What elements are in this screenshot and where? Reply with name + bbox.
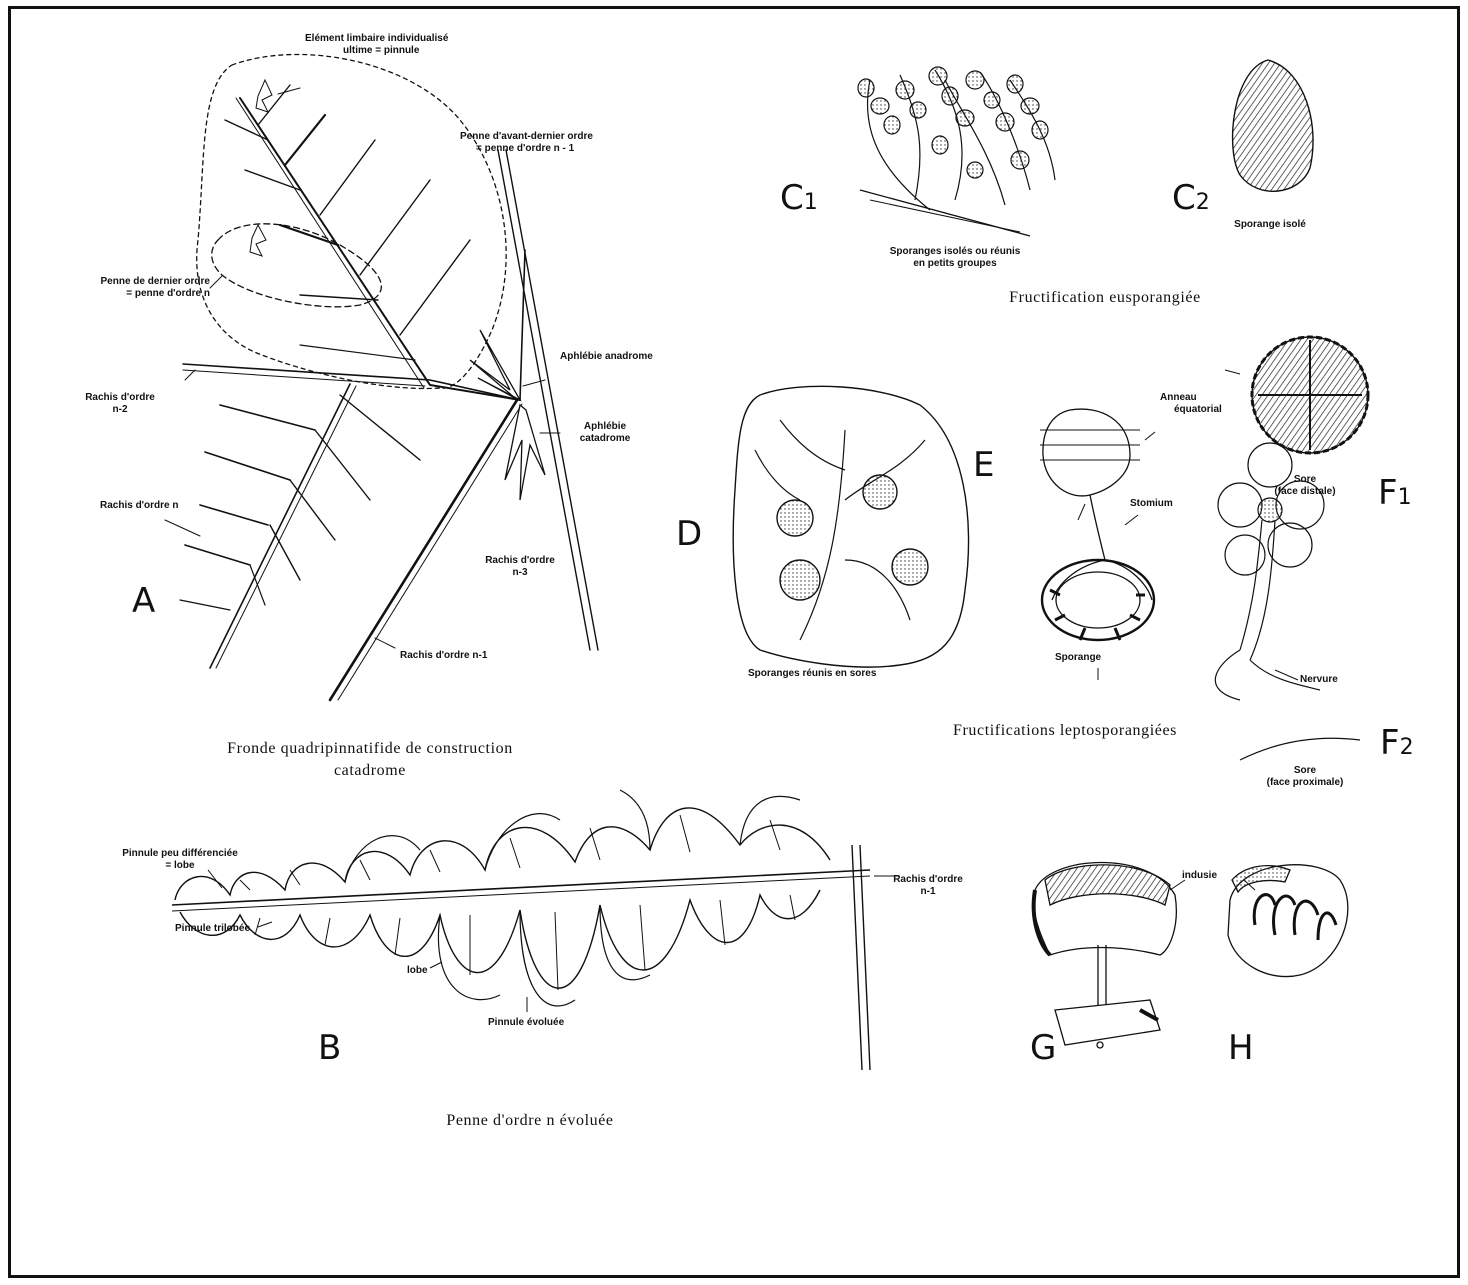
panel-letter-d: D (676, 516, 702, 552)
label-sporange: Sporange (1055, 652, 1101, 664)
panel-letter-h: H (1228, 1030, 1254, 1066)
label-sore-proximale: Sore (face proximale) (1250, 765, 1360, 789)
label-rachis-n2: Rachis d'ordre n-2 (70, 392, 170, 416)
label-pinnule-peu-differenciee: Pinnule peu différenciée = lobe (95, 848, 265, 872)
caption-fronde: Fronde quadripinnatifide de construction… (160, 738, 580, 782)
label-element-limbaire: Elément limbaire individualisé ultime = … (305, 33, 448, 57)
caption-penne: Penne d'ordre n évoluée (360, 1110, 700, 1132)
panel-letter-c1: C1 (780, 180, 818, 221)
label-aphlebie-catadrome: Aphlébie catadrome (560, 421, 650, 445)
panel-letter-e: E (973, 447, 994, 483)
label-penne-dernier: Penne de dernier ordre = penne d'ordre n (50, 276, 210, 300)
caption-eusporangiee: Fructification eusporangiée (960, 287, 1250, 309)
sporange-isole-c2 (1233, 60, 1313, 191)
label-indusie: indusie (1182, 870, 1217, 882)
panel-letter-f2: F2 (1380, 725, 1414, 766)
label-sporanges-isoles: Sporanges isolés ou réunis en petits gro… (860, 246, 1050, 270)
label-penne-avant-dernier: Penne d'avant-dernier ordre = penne d'or… (460, 131, 593, 155)
label-rachis-n1-a: Rachis d'ordre n-1 (400, 650, 487, 662)
label-anneau-equatorial: Anneau équatorial (1160, 392, 1222, 416)
indusie-diagram-g (1034, 863, 1185, 1049)
panel-letter-a: A (132, 583, 155, 619)
sporanges-diagram-c1 (858, 67, 1055, 236)
label-rachis-n1-b: Rachis d'ordre n-1 (878, 874, 978, 898)
sporange-diagram-e (1040, 409, 1155, 680)
label-lobe: lobe (407, 965, 428, 977)
sore-distale-f1 (1225, 337, 1368, 453)
label-sporange-isole: Sporange isolé (1215, 219, 1325, 231)
label-rachis-n3: Rachis d'ordre n-3 (470, 555, 570, 579)
panel-letter-f1: F1 (1378, 475, 1412, 516)
sore-diagram-h (1228, 865, 1348, 977)
label-stomium: Stomium (1130, 498, 1173, 510)
panel-letter-c2: C2 (1172, 180, 1210, 221)
label-sporanges-reunis: Sporanges réunis en sores (748, 668, 876, 680)
panel-letter-g: G (1030, 1030, 1056, 1066)
panel-letter-b: B (318, 1030, 341, 1066)
caption-leptosporangiees: Fructifications leptosporangiées (920, 720, 1210, 742)
label-pinnule-evoluee: Pinnule évoluée (488, 1017, 564, 1029)
sores-diagram-d (733, 386, 968, 667)
label-rachis-n: Rachis d'ordre n (100, 500, 179, 512)
label-aphlebie-anadrome: Aphlébie anadrome (560, 351, 653, 363)
label-sore-distale: Sore (face distale) (1255, 474, 1355, 498)
label-nervure: Nervure (1300, 674, 1338, 686)
label-pinnule-trilobee: Pinnule trilobée (175, 923, 250, 935)
